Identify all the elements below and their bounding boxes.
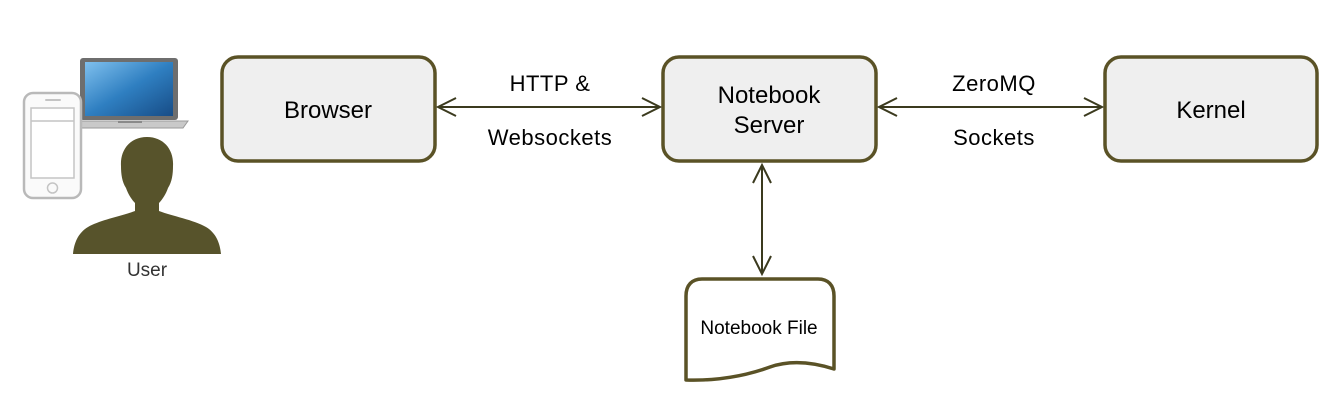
arrowhead-down-icon bbox=[752, 255, 772, 277]
edge-server-file bbox=[752, 162, 772, 277]
arrowhead-right-icon bbox=[641, 97, 663, 117]
browser-server-label-line2: Websockets bbox=[488, 125, 612, 150]
notebook-server-node: Notebook Server bbox=[661, 55, 878, 163]
notebook-file-label: Notebook File bbox=[700, 318, 817, 339]
arrowhead-up-icon bbox=[752, 162, 772, 184]
user-silhouette-icon bbox=[73, 137, 221, 254]
server-kernel-label-line2: Sockets bbox=[953, 125, 1035, 150]
kernel-label: Kernel bbox=[1176, 97, 1245, 124]
arrowhead-right-icon bbox=[1083, 97, 1105, 117]
edge-server-kernel bbox=[876, 97, 1105, 117]
browser-label: Browser bbox=[284, 97, 372, 124]
laptop-icon bbox=[71, 58, 189, 129]
browser-node: Browser bbox=[220, 55, 437, 163]
user-group: User bbox=[22, 58, 221, 281]
server-kernel-label-line1: ZeroMQ bbox=[952, 71, 1036, 96]
notebook-server-label-line2: Server bbox=[734, 112, 805, 139]
phone-icon bbox=[22, 91, 83, 200]
browser-server-label-line1: HTTP & bbox=[510, 71, 591, 96]
kernel-node: Kernel bbox=[1103, 55, 1319, 163]
arrowhead-left-icon bbox=[435, 97, 457, 117]
user-label: User bbox=[127, 260, 168, 281]
notebook-file-node: Notebook File bbox=[684, 277, 836, 382]
notebook-server-label-line1: Notebook bbox=[718, 82, 822, 109]
arrowhead-left-icon bbox=[876, 97, 898, 117]
edge-browser-server bbox=[435, 97, 663, 117]
